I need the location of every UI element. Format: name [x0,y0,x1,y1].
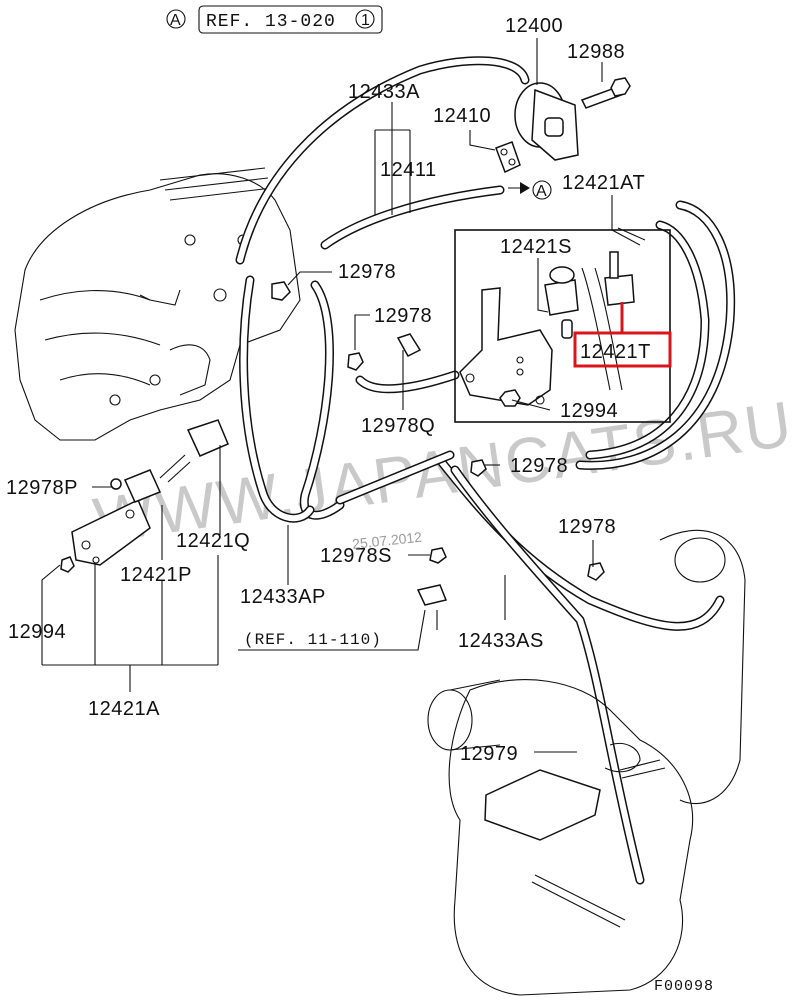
label-12400[interactable]: 12400 [505,15,563,37]
label-12979[interactable]: 12979 [460,743,518,765]
label-12433AS[interactable]: 12433AS [458,630,544,652]
label-12421S[interactable]: 12421S [500,236,572,258]
ref-arrow-marker: A [536,183,547,200]
figure-code: F00098 [654,978,714,995]
ref-top[interactable]: A REF. 13-020 1 [166,5,383,34]
label-12421Q[interactable]: 12421Q [176,530,250,552]
label-12433AP[interactable]: 12433AP [240,586,326,608]
label-12978-b[interactable]: 12978 [374,305,432,327]
ref-top-circled-number: 1 [361,12,370,29]
detail-box-12421AT [454,227,671,423]
label-12978S[interactable]: 12978S [320,545,392,567]
label-12433A[interactable]: 12433A [348,81,420,103]
solenoid-12421P-Q-illustration [60,419,229,573]
label-12421P[interactable]: 12421P [120,564,192,586]
label-12978Q[interactable]: 12978Q [361,415,435,437]
label-12978-a[interactable]: 12978 [338,261,396,283]
label-12421AT[interactable]: 12421AT [562,172,645,194]
bolts-illustration [271,182,666,779]
part-labels: 12400 12988 12410 12433A 12411 12421AT 1… [6,15,651,765]
ref-top-text[interactable]: REF. 13-020 [206,12,336,32]
label-12988[interactable]: 12988 [567,41,625,63]
label-12421A[interactable]: 12421A [88,698,160,720]
label-12421T[interactable]: 12421T [580,341,651,363]
label-12994-detail[interactable]: 12994 [560,400,618,422]
date-stamp: 25.07.2012 [351,529,423,552]
ref-arrow-a[interactable]: A [532,180,552,200]
turbo-illustration [427,529,746,996]
engine-block-illustration [14,167,301,441]
label-12978P[interactable]: 12978P [6,477,78,499]
label-12411[interactable]: 12411 [380,159,437,181]
label-12410[interactable]: 12410 [433,105,491,127]
leader-lines [41,38,613,753]
vacuum-hoses [235,56,736,885]
label-12978-d[interactable]: 12978 [558,516,616,538]
label-12978-c[interactable]: 12978 [510,455,568,477]
label-12994[interactable]: 12994 [8,621,66,643]
ref-bottom[interactable]: (REF. 11-110) [244,631,382,649]
solenoid-12400-illustration [495,77,631,174]
ref-marker-a: A [170,12,181,29]
highlight-12421T [573,302,672,368]
